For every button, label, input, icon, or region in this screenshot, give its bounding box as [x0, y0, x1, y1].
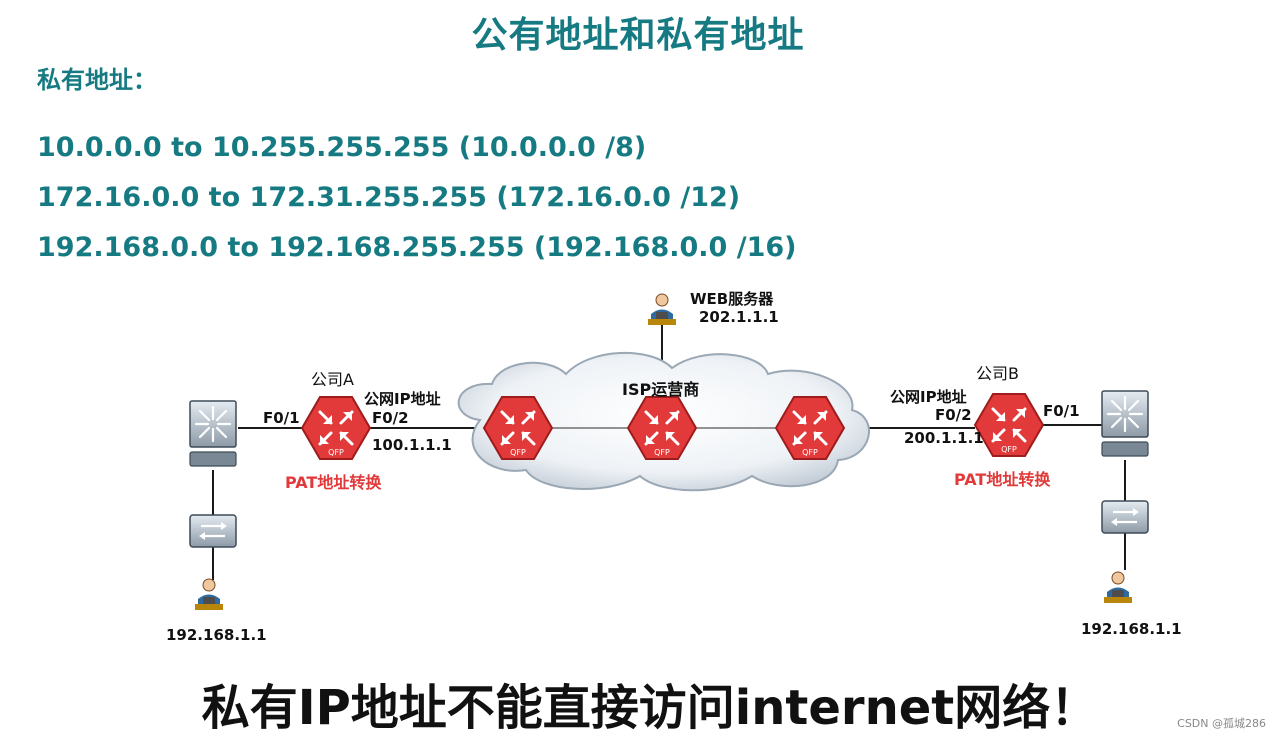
company-b-pat-label: PAT地址转换	[954, 470, 1051, 489]
isp-label: ISP运营商	[622, 380, 700, 399]
router-isp-left: QFP	[482, 395, 554, 461]
company-a-lan-interface: F0/1	[263, 409, 300, 427]
core-switch-a-icon	[188, 399, 238, 468]
host-b-icon	[1103, 571, 1133, 604]
company-b-wan-label: 公网IP地址	[890, 388, 967, 406]
web-server-ip: 202.1.1.1	[699, 308, 779, 326]
company-a-label: 公司A	[311, 370, 354, 389]
company-a-pat-label: PAT地址转换	[285, 473, 382, 492]
router-isp-center: QFP	[626, 395, 698, 461]
host-a-icon	[194, 578, 224, 611]
company-b-lan-interface: F0/1	[1043, 402, 1080, 420]
private-range-class-b: 172.16.0.0 to 172.31.255.255 (172.16.0.0…	[37, 182, 741, 213]
private-range-class-c: 192.168.0.0 to 192.168.255.255 (192.168.…	[37, 232, 797, 263]
host-b-ip: 192.168.1.1	[1081, 620, 1182, 638]
router-a-badge: QFP	[328, 448, 344, 457]
private-address-heading: 私有地址：	[37, 66, 157, 94]
private-range-class-a: 10.0.0.0 to 10.255.255.255 (10.0.0.0 /8)	[37, 132, 647, 163]
watermark: CSDN @孤城286	[1177, 717, 1266, 730]
router-company-a: QFP	[300, 395, 372, 461]
network-links	[212, 325, 1126, 580]
access-switch-b-icon	[1100, 499, 1150, 535]
company-b-wan-ip: 200.1.1.1	[904, 429, 984, 447]
router-isp-right-badge: QFP	[802, 448, 818, 457]
company-a-wan-interface: F0/2	[372, 409, 409, 427]
router-isp-left-badge: QFP	[510, 448, 526, 457]
core-switch-b-icon	[1100, 389, 1150, 458]
company-b-label: 公司B	[976, 364, 1019, 383]
host-a-ip: 192.168.1.1	[166, 626, 267, 644]
router-isp-center-badge: QFP	[654, 448, 670, 457]
router-b-badge: QFP	[1001, 445, 1017, 454]
company-a-wan-label: 公网IP地址	[364, 390, 441, 408]
access-switch-a-icon	[188, 513, 238, 549]
bottom-note: 私有IP地址不能直接访问internet网络！	[201, 680, 1099, 736]
web-server-host-icon	[647, 293, 677, 326]
web-server-name: WEB服务器	[690, 290, 774, 308]
company-a-wan-ip: 100.1.1.1	[372, 436, 452, 454]
company-b-wan-interface: F0/2	[935, 406, 972, 424]
router-company-b: QFP	[973, 392, 1045, 458]
page-title: 公有地址和私有地址	[471, 15, 805, 56]
router-isp-right: QFP	[774, 395, 846, 461]
